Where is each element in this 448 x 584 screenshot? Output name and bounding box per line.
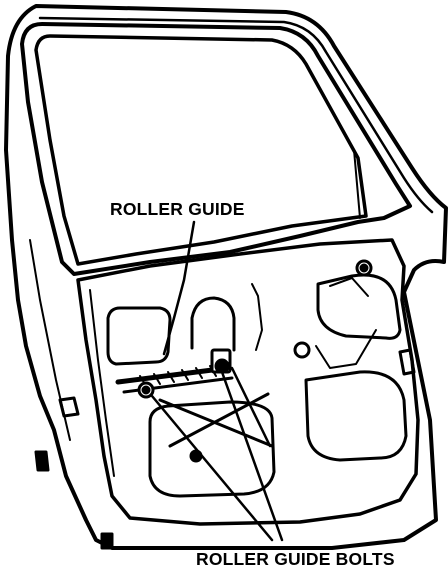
roller-guide-bolt-leader-left <box>150 394 274 542</box>
leader-lines <box>150 220 284 542</box>
roller-guide-label: ROLLER GUIDE <box>110 199 245 219</box>
door-hardware <box>34 348 416 550</box>
window-frame <box>20 22 412 276</box>
panel-cutouts <box>106 273 408 498</box>
regulator-track <box>115 365 274 448</box>
roller-guide-bolt-leader-right <box>220 370 284 542</box>
roller-guide <box>137 259 373 463</box>
roller-guide-leader <box>162 220 196 356</box>
roller-guide-bolts-label: ROLLER GUIDE BOLTS <box>196 549 395 569</box>
door-outer-shell <box>4 4 448 550</box>
